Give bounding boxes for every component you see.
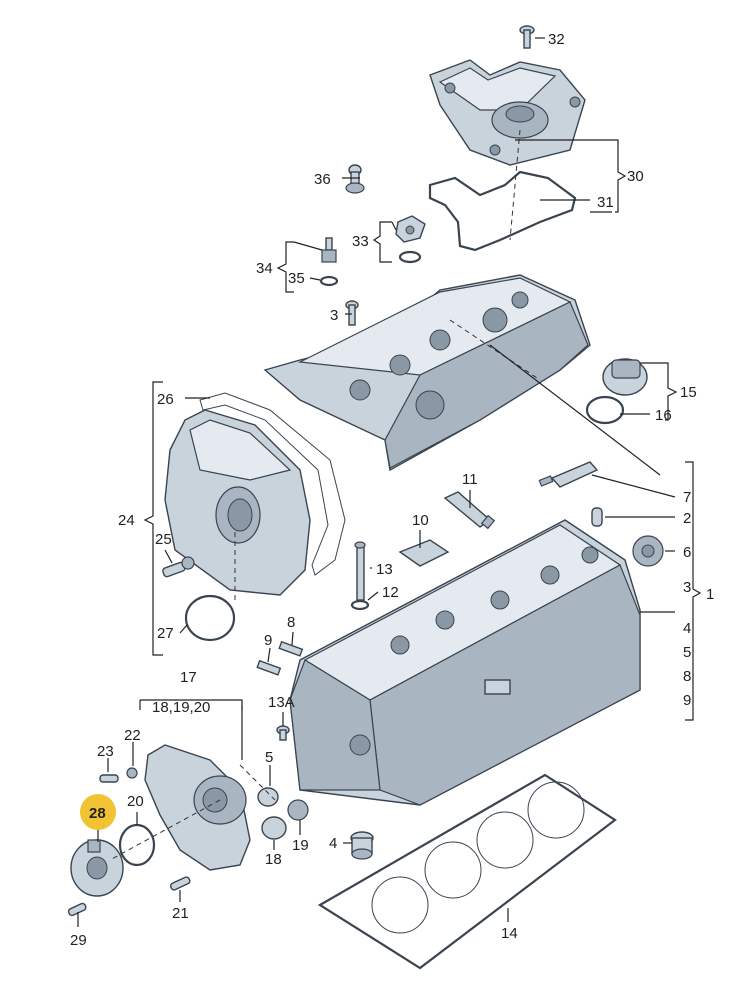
bolt-3-drawing	[345, 300, 359, 326]
label-20: 20	[127, 793, 144, 810]
label-32: 32	[548, 31, 565, 48]
label-33: 33	[352, 233, 369, 250]
bolt-23-drawing	[99, 774, 119, 783]
label-15: 15	[680, 384, 697, 401]
label-17: 17	[180, 669, 197, 686]
label-11: 11	[462, 471, 478, 488]
oring-27	[184, 594, 236, 642]
bracket-30-drawing	[429, 59, 586, 166]
head-gasket-14-drawing	[317, 773, 617, 970]
label-10: 10	[412, 512, 429, 529]
label-7: 7	[683, 489, 691, 506]
leader-lines	[77, 37, 702, 927]
label-2: 2	[683, 510, 691, 527]
label-23: 23	[97, 743, 114, 760]
flange-28-drawing	[70, 839, 124, 897]
stud-8-drawing	[278, 640, 304, 657]
label-5: 5	[265, 749, 273, 766]
label-3-top: 3	[330, 307, 338, 324]
label-1: 1	[706, 586, 714, 603]
label-13a: 13A	[268, 694, 295, 711]
label-18-19-20: 18,19,20	[152, 699, 210, 716]
filler-cap-drawing	[585, 358, 648, 425]
label-13: 13	[376, 561, 393, 578]
label-12: 12	[382, 584, 399, 601]
label-18: 18	[265, 851, 282, 868]
bolt-29-drawing	[67, 902, 87, 917]
part-10-drawing	[398, 539, 450, 567]
label-5-right: 5	[683, 644, 691, 661]
part-33-drawing	[395, 215, 426, 264]
timing-cover-drawing	[164, 409, 311, 596]
part-2-drawing	[591, 507, 603, 527]
cylinder-head-drawing	[289, 519, 664, 806]
label-21: 21	[172, 905, 189, 922]
bolt-13a-drawing	[276, 725, 290, 741]
part-4-drawing	[350, 831, 374, 860]
alignment-lines	[109, 129, 541, 861]
label-36: 36	[314, 171, 331, 188]
gasket-31	[428, 170, 577, 252]
part-11-drawing	[443, 491, 496, 530]
label-9-right: 9	[683, 692, 691, 709]
label-3-right: 3	[683, 579, 691, 596]
label-16: 16	[655, 407, 672, 424]
stud-13-drawing	[350, 541, 370, 611]
bolt-21-drawing	[169, 876, 191, 891]
part-18-drawing	[261, 816, 287, 840]
label-31: 31	[597, 194, 614, 211]
label-6: 6	[683, 544, 691, 561]
label-4: 4	[329, 835, 337, 852]
part-7-drawing	[538, 461, 599, 488]
gasket-26	[199, 392, 346, 576]
label-27: 27	[157, 625, 174, 642]
valve-cover-drawing	[263, 274, 591, 472]
label-14: 14	[501, 925, 518, 942]
label-35: 35	[288, 270, 305, 287]
part-19-drawing	[287, 799, 309, 821]
label-34: 34	[256, 260, 273, 277]
label-24: 24	[118, 512, 135, 529]
part-34-drawing	[319, 237, 339, 287]
stud-9-drawing	[256, 659, 282, 676]
housing-17-drawing	[144, 744, 251, 871]
label-29: 29	[70, 932, 87, 949]
callout-labels: 32 30 31 36 33 34 35 3 15 16 26 11 7 10 …	[70, 31, 714, 949]
label-30: 30	[627, 168, 644, 185]
label-8-right: 8	[683, 668, 691, 685]
bolt-25-drawing	[162, 556, 195, 578]
label-25: 25	[155, 531, 172, 548]
part-5-drawing	[257, 787, 279, 807]
label-8-top: 8	[287, 614, 295, 631]
bolt-32-drawing	[519, 25, 535, 49]
label-19: 19	[292, 837, 309, 854]
label-9-top: 9	[264, 632, 272, 649]
label-4-right: 4	[683, 620, 691, 637]
label-28: 28	[89, 805, 106, 822]
label-26: 26	[157, 391, 174, 408]
sensor-36-drawing	[345, 164, 365, 194]
highlight-badge-28	[80, 794, 116, 830]
washer-22-drawing	[126, 767, 138, 779]
label-22: 22	[124, 727, 141, 744]
